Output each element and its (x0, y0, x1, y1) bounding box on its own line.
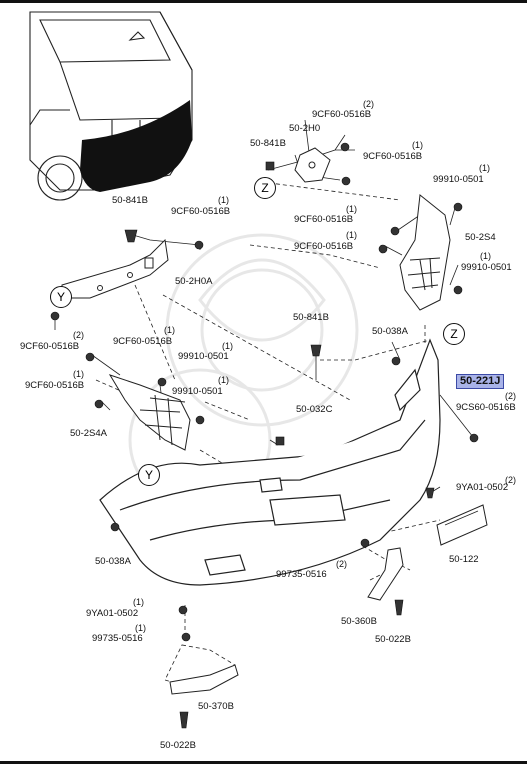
qty-label: (1) (218, 375, 229, 385)
plate-inner (444, 510, 479, 526)
part-label: 9CF60-0516B (20, 341, 80, 352)
part-label: 50-122 (449, 554, 479, 565)
part-label: 99910-0501 (172, 386, 223, 397)
part-label: 50-038A (95, 556, 131, 567)
bracket-50-2h0a (61, 238, 169, 299)
fasteners-bottom-right (394, 599, 404, 616)
part-label: 50-038A (372, 326, 408, 337)
fasteners-right-top (378, 202, 463, 295)
fasteners-left-top (50, 229, 204, 321)
part-label: 50-360B (341, 616, 377, 627)
top-border (0, 0, 527, 3)
part-label: 9CS60-0516B (456, 402, 516, 413)
part-label: 50-2H0 (289, 123, 321, 134)
part-label: 99910-0501 (433, 174, 484, 185)
part-label: 9CF60-0516B (363, 151, 423, 162)
bracket-50-2h0 (294, 147, 331, 183)
part-label-highlighted[interactable]: 50-221J (456, 374, 505, 389)
bracket-50-2s4 (399, 194, 451, 311)
qty-label: (1) (218, 195, 229, 205)
bumper-fasteners (110, 433, 479, 642)
part-label: 50-022B (375, 634, 411, 645)
qty-label: (2) (363, 99, 374, 109)
qty-label: (1) (73, 369, 84, 379)
qty-label: (1) (346, 204, 357, 214)
part-label: 9CF60-0516B (312, 109, 372, 120)
qty-label: (2) (505, 475, 516, 485)
part-label: 99910-0501 (178, 351, 229, 362)
part-label: 9CF60-0516B (171, 206, 231, 217)
qty-label: (1) (135, 623, 146, 633)
view-marker-z-right: Z (443, 323, 465, 345)
fasteners-bottom-left (179, 711, 189, 729)
qty-label: (2) (505, 391, 516, 401)
bracket-50-370b (169, 664, 239, 695)
fasteners-left-mid (85, 344, 401, 425)
qty-label: (1) (480, 251, 491, 261)
bumper-cover-50-221j (99, 338, 441, 586)
license-plate-50-122 (436, 504, 488, 546)
part-label: 99735-0516 (92, 633, 143, 644)
view-marker-y-left: Y (50, 286, 72, 308)
qty-label: (1) (164, 325, 175, 335)
fasteners-top (265, 142, 351, 186)
qty-label: (1) (479, 163, 490, 173)
part-label: 50-841B (293, 312, 329, 323)
part-label: 9CF60-0516B (25, 380, 85, 391)
part-label: 99910-0501 (461, 262, 512, 273)
view-marker-y-mid: Y (138, 464, 160, 486)
view-marker-z-top: Z (254, 177, 276, 199)
part-label: 50-022B (160, 740, 196, 751)
part-label: 9YA01-0502 (456, 482, 509, 493)
bottom-border (0, 761, 527, 764)
bracket-50-360b (367, 547, 404, 601)
part-label: 50-032C (296, 404, 333, 415)
qty-label: (1) (133, 597, 144, 607)
qty-label: (1) (222, 341, 233, 351)
part-label: 9CF60-0516B (294, 214, 354, 225)
qty-label: (2) (336, 559, 347, 569)
part-label: 9CF60-0516B (113, 336, 173, 347)
bracket-50-2s4a (108, 374, 191, 451)
qty-label: (1) (346, 230, 357, 240)
part-label: 50-2S4A (70, 428, 107, 439)
part-label: 99735-0516 (276, 569, 327, 580)
part-label: 50-370B (198, 701, 234, 712)
car-bumper-fill (80, 100, 192, 192)
part-label: 50-2S4 (465, 232, 496, 243)
qty-label: (1) (412, 140, 423, 150)
part-label: 50-841B (250, 138, 286, 149)
part-label: 50-2H0A (175, 276, 213, 287)
part-label: 9CF60-0516B (294, 241, 354, 252)
part-label: 50-841B (112, 195, 148, 206)
part-label: 9YA01-0502 (86, 608, 139, 619)
qty-label: (2) (73, 330, 84, 340)
